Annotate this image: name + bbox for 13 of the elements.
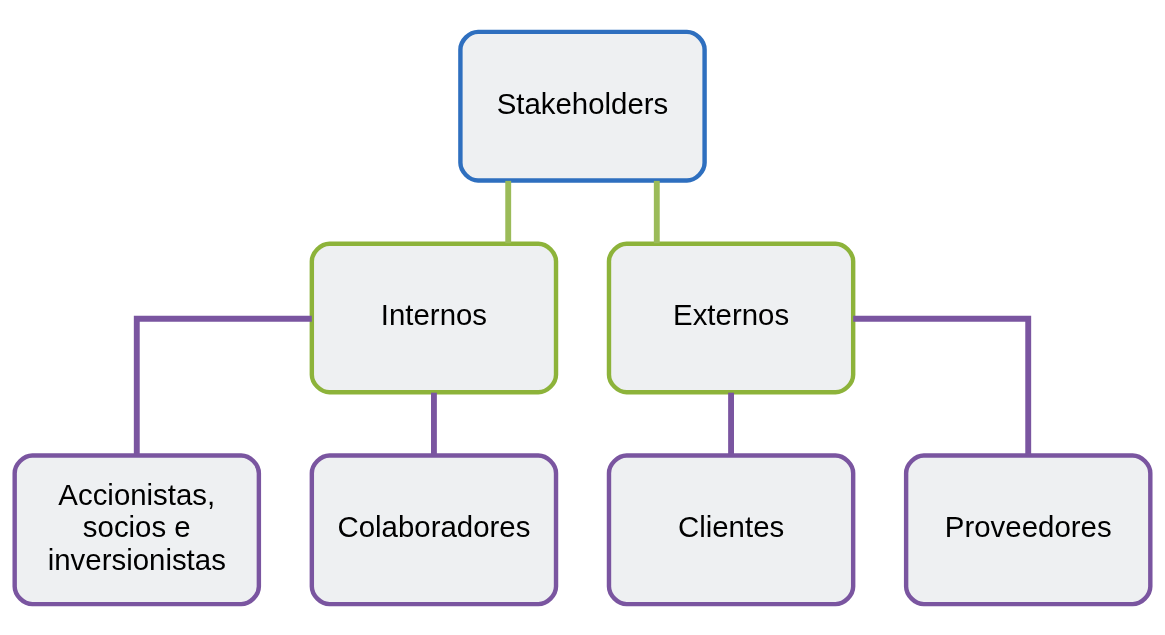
node-box: Clientes [606,452,856,606]
node-box: Internos [309,241,559,394]
node-box: Proveedores [903,452,1153,606]
connector [728,392,734,455]
connector [133,315,312,455]
connector [431,392,437,455]
connector [505,180,512,243]
node-box: Stakeholders [458,29,707,183]
connector [853,315,1032,455]
node-box: Externos [606,241,856,394]
node-box: Colaboradores [309,452,559,606]
node-box: Accionistas, socios e inversionistas [12,452,262,606]
connector [653,180,660,243]
